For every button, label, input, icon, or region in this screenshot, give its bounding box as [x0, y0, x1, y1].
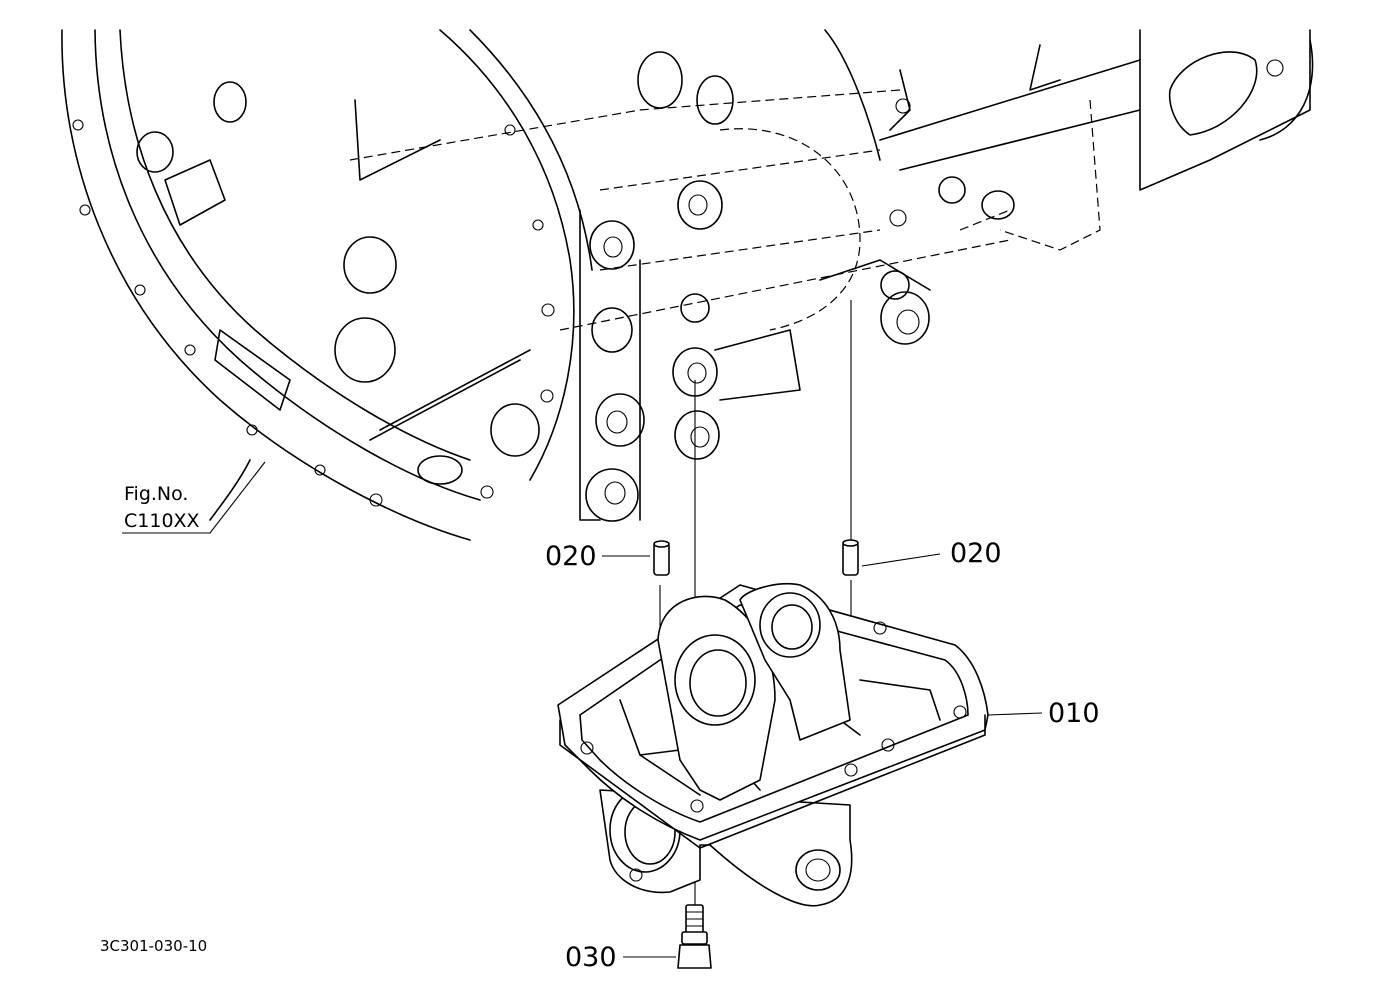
callout-bolt[interactable]: 030: [565, 942, 617, 973]
housing-part[interactable]: [557, 582, 989, 907]
transmission-case-outline: [61, 29, 1314, 541]
figure-reference-leader: [122, 461, 266, 534]
drawing-code: 3C301-030-10: [100, 937, 207, 955]
figure-reference-code: C110XX: [124, 510, 200, 532]
bolt-part[interactable]: [677, 904, 712, 969]
dowel-pin-right[interactable]: [842, 539, 859, 576]
callout-pin-right[interactable]: 020: [950, 538, 1002, 569]
callout-housing[interactable]: 010: [1048, 698, 1100, 729]
dowel-pin-left[interactable]: [653, 540, 670, 576]
figure-reference: Fig.No. C110XX: [122, 461, 266, 534]
figure-reference-label: Fig.No.: [124, 483, 188, 505]
callout-leaders: [602, 553, 1043, 958]
callout-pin-left[interactable]: 020: [545, 541, 597, 572]
